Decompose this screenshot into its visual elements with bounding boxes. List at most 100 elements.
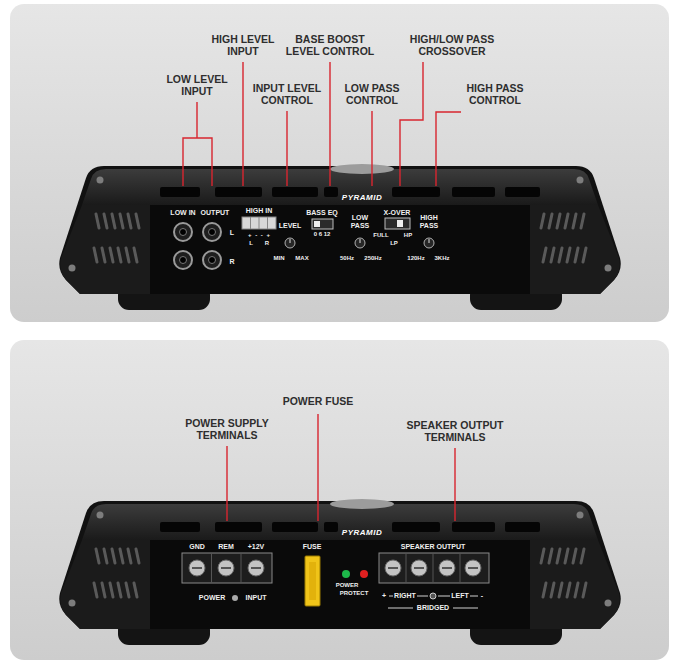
power-terminal-block: [182, 553, 272, 583]
rca-jack: [209, 229, 216, 236]
callout-label: POWER SUPPLY TERMINALS: [175, 418, 279, 442]
callout-label: HIGH/LOW PASS CROSSOVER: [400, 34, 504, 58]
rca-jack: [203, 223, 221, 241]
panel-marking: POWER: [333, 582, 361, 589]
leader-line: [183, 62, 461, 521]
panel-marking: X-OVER: [380, 209, 414, 217]
power-terminal-block: [251, 567, 261, 569]
fuse: [305, 556, 320, 606]
photo-panel: [10, 4, 669, 322]
panel-marking: -: [478, 592, 486, 600]
speaker-terminal-block: [465, 560, 481, 576]
speaker-terminal-block: [379, 553, 489, 583]
rca-jack: [174, 223, 221, 269]
slide-switch: [312, 219, 333, 229]
panel-marking: HIGH PASS: [416, 214, 442, 230]
amplifier-front: [59, 164, 621, 310]
power-terminal-block: [189, 560, 205, 576]
speaker-terminal-block: [468, 567, 478, 569]
control-knob: [429, 239, 430, 243]
rca-jack: [209, 257, 216, 264]
speaker-terminal-block: [379, 553, 489, 583]
high-level-terminal: [242, 217, 276, 229]
panel-marking: LEVEL: [276, 222, 304, 230]
power-terminal-block: [221, 567, 231, 569]
slide-switch: [314, 221, 320, 227]
callout-label: INPUT LEVEL CONTROL: [241, 83, 333, 107]
speaker-terminal-block: [406, 553, 460, 583]
slide-switch: [397, 220, 403, 227]
panel-marking: MAX: [292, 255, 312, 262]
panel-marking: MIN: [269, 255, 289, 262]
panel-marking: 0 6 12: [307, 231, 337, 238]
rca-jack: [203, 251, 221, 269]
fuse: [305, 556, 320, 606]
rca-jack: [174, 251, 192, 269]
panel-marking: REM: [214, 543, 238, 551]
power-terminal-block: [248, 560, 264, 576]
indicator-dot: [232, 595, 238, 601]
panel-marking: 3KHz: [430, 255, 454, 262]
speaker-terminal-block: [439, 560, 455, 576]
power-terminal-block: [212, 553, 242, 583]
panel-marking: LP: [387, 240, 401, 247]
panel-marking: INPUT: [242, 594, 270, 602]
callout-label: LOW PASS CONTROL: [334, 83, 410, 107]
panel-marking: POWER: [198, 594, 226, 602]
rca-jack: [174, 223, 192, 241]
bridge-marking-dot: [430, 593, 436, 599]
callout-label: POWER FUSE: [273, 396, 363, 408]
panel-marking: RIGHT: [392, 592, 418, 600]
callout-label: SPEAKER OUTPUT TERMINALS: [395, 420, 515, 444]
speaker-terminal-block: [442, 567, 452, 569]
panel-marking: 50Hz: [336, 255, 358, 262]
callout-label: HIGH PASS CONTROL: [455, 83, 535, 107]
high-level-terminal: [251, 217, 268, 229]
panel-marking: R: [263, 240, 271, 247]
power-led: [342, 570, 350, 578]
control-knob: [285, 238, 295, 248]
power-terminal-block: [192, 567, 202, 569]
callout-label: BASE BOOST LEVEL CONTROL: [280, 34, 380, 58]
control-knob: [355, 238, 365, 248]
power-terminal-block: [218, 560, 234, 576]
power-terminal-block: [182, 553, 272, 583]
panel-marking: 250Hz: [360, 255, 386, 262]
speaker-terminal-block: [385, 560, 401, 576]
panel-marking: R: [228, 258, 236, 266]
panel-marking: + - - +: [242, 232, 276, 239]
speaker-terminal-block: [411, 560, 427, 576]
rca-jack: [180, 229, 187, 236]
high-level-terminal: [242, 217, 276, 229]
control-knob: [424, 238, 434, 248]
panel-marking: L: [247, 240, 255, 247]
brand-logo: PYRAMID: [332, 194, 392, 203]
callout-label: HIGH LEVEL INPUT: [203, 34, 283, 58]
panel-marking: SPEAKER OUTPUT: [397, 543, 469, 551]
control-knob: [285, 238, 434, 248]
speaker-terminal-block: [388, 567, 398, 569]
slide-switch: [385, 218, 410, 229]
protect-led: [360, 570, 368, 578]
panel-marking: LEFT: [449, 592, 471, 600]
control-knob: [360, 239, 361, 243]
panel-marking: L: [228, 229, 236, 237]
panel-marking: OUTPUT: [198, 209, 232, 217]
speaker-terminal-block: [414, 567, 424, 569]
panel-marking: BASS EQ: [304, 209, 340, 217]
panel-marking: 120Hz: [403, 255, 429, 262]
amplifier-rear: [59, 499, 621, 645]
photo-panel: [10, 340, 669, 660]
panel-marking: PROTECT: [337, 590, 371, 597]
panel-marking: GND: [185, 543, 209, 551]
panel-marking: HP: [401, 232, 415, 239]
control-knob: [290, 239, 291, 243]
panel-marking: +: [380, 592, 388, 600]
panel-marking: FULL: [370, 232, 392, 239]
panel-marking: LOW IN: [168, 209, 198, 217]
fuse: [309, 562, 316, 600]
panel-marking: +12V: [243, 543, 269, 551]
panel-marking: BRIDGED: [413, 604, 453, 612]
